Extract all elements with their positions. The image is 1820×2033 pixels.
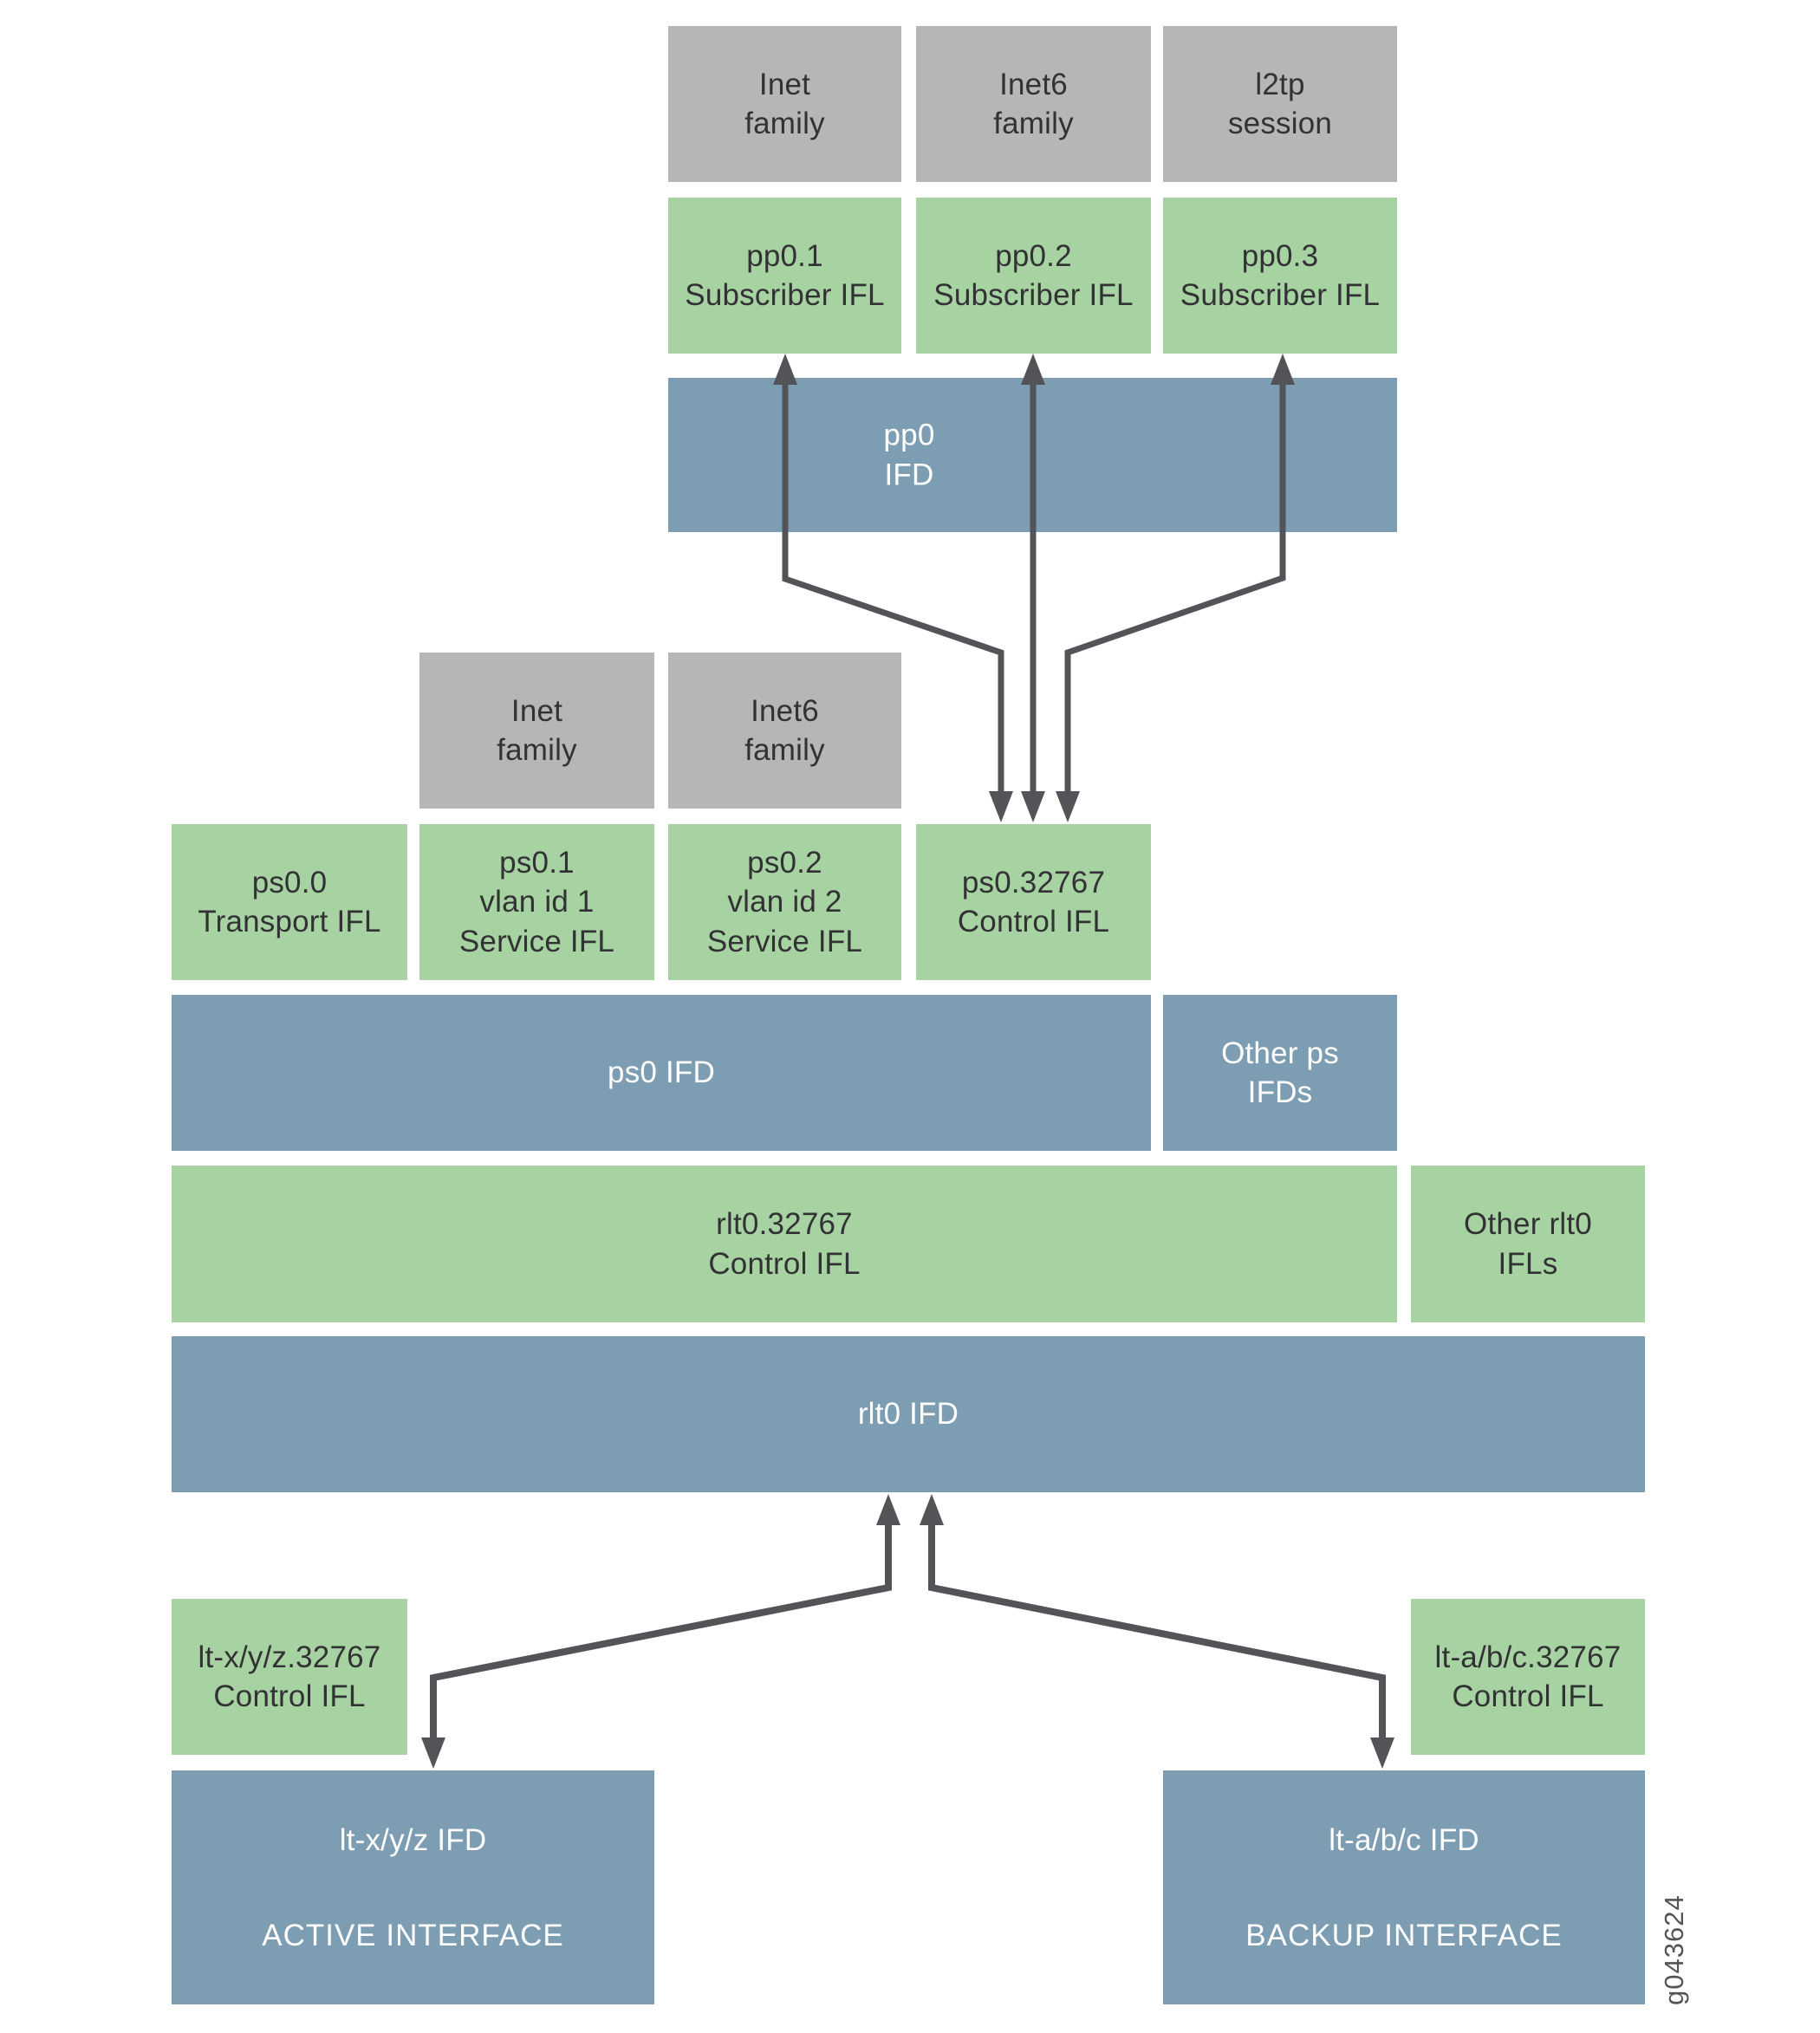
- arrowhead-down-ps-control-1: [989, 791, 1013, 822]
- arrow-rlt0-to-active: [430, 1522, 892, 1742]
- box-rlt0-ifd: rlt0 IFD: [172, 1336, 1645, 1492]
- arrow-pp0-1-to-ps-control: [782, 378, 1004, 795]
- arrowhead-down-active-ifd: [421, 1737, 445, 1769]
- box-inet6-family-top: Inet6 family: [916, 26, 1151, 182]
- lt-abc-ifd-label: lt-a/b/c IFD: [1329, 1823, 1479, 1857]
- arrowhead-up-rlt0-left: [876, 1494, 900, 1525]
- arrowhead-up-rlt0-right: [920, 1494, 944, 1525]
- box-pp0-3-subscriber-ifl: pp0.3 Subscriber IFL: [1163, 198, 1397, 354]
- arrowhead-up-pp0-3: [1271, 354, 1295, 385]
- arrow-rlt0-to-backup: [928, 1522, 1386, 1742]
- figure-id-watermark: g043624: [1659, 1894, 1689, 2005]
- box-ps0-0-transport-ifl: ps0.0 Transport IFL: [172, 824, 407, 980]
- box-pp0-2-subscriber-ifl: pp0.2 Subscriber IFL: [916, 198, 1151, 354]
- pp0-ifd-label: pp0 IFD: [883, 418, 935, 492]
- box-ps0-ifd: ps0 IFD: [172, 995, 1151, 1151]
- box-lt-xyz-ifd-active: lt-x/y/z IFD ACTIVE INTERFACE: [172, 1770, 654, 2004]
- box-ps0-2-service-ifl: ps0.2 vlan id 2 Service IFL: [668, 824, 901, 980]
- box-lt-abc-ifd-backup: lt-a/b/c IFD BACKUP INTERFACE: [1163, 1770, 1645, 2004]
- arrow-pp0-3-to-ps-control: [1064, 378, 1286, 795]
- box-other-rlt0-ifls: Other rlt0 IFLs: [1411, 1166, 1645, 1322]
- box-l2tp-session: l2tp session: [1163, 26, 1397, 182]
- box-rlt0-32767-control-ifl: rlt0.32767 Control IFL: [172, 1166, 1397, 1322]
- backup-interface-label: BACKUP INTERFACE: [1245, 1919, 1563, 1952]
- arrowhead-down-ps-control-2: [1021, 791, 1045, 822]
- arrowhead-up-pp0-2: [1021, 354, 1045, 385]
- box-ps0-32767-control-ifl: ps0.32767 Control IFL: [916, 824, 1151, 980]
- arrowhead-down-ps-control-3: [1056, 791, 1080, 822]
- box-ps0-1-service-ifl: ps0.1 vlan id 1 Service IFL: [419, 824, 654, 980]
- active-interface-label: ACTIVE INTERFACE: [262, 1919, 564, 1952]
- box-pp0-1-subscriber-ifl: pp0.1 Subscriber IFL: [668, 198, 901, 354]
- box-lt-abc-control-ifl: lt-a/b/c.32767 Control IFL: [1411, 1599, 1645, 1755]
- box-lt-xyz-control-ifl: lt-x/y/z.32767 Control IFL: [172, 1599, 407, 1755]
- arrowhead-up-pp0-1: [773, 354, 797, 385]
- lt-xyz-ifd-label: lt-x/y/z IFD: [339, 1823, 487, 1857]
- box-other-ps-ifds: Other ps IFDs: [1163, 995, 1397, 1151]
- arrowhead-down-backup-ifd: [1370, 1737, 1394, 1769]
- box-inet-family-top: Inet family: [668, 26, 901, 182]
- box-inet-family-mid: Inet family: [419, 653, 654, 809]
- box-inet6-family-mid: Inet6 family: [668, 653, 901, 809]
